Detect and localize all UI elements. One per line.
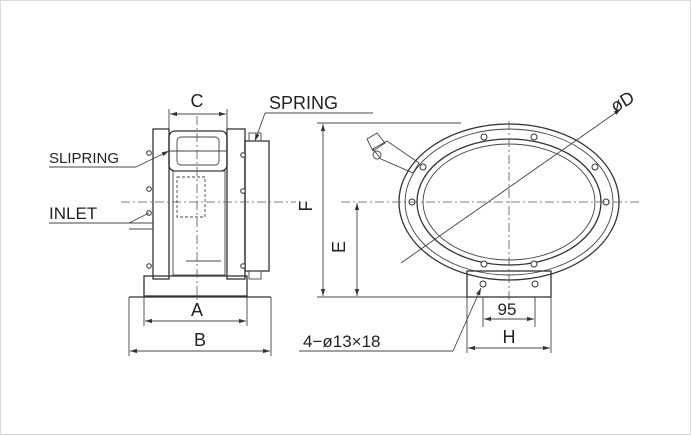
label-a: A <box>191 300 203 320</box>
front-view <box>341 108 641 306</box>
guide-arm <box>372 140 420 174</box>
dimension-c <box>168 109 228 129</box>
drum-body <box>172 170 226 276</box>
spring-housing <box>244 140 270 272</box>
dimension-f <box>317 122 467 298</box>
dimension-h <box>466 297 552 353</box>
label-c: C <box>191 91 204 111</box>
label-slipring: SLIPRING <box>49 150 119 167</box>
label-spring: SPRING <box>269 93 338 113</box>
dimension-a <box>143 297 248 326</box>
label-95: 95 <box>498 300 517 319</box>
label-e: E <box>329 241 349 253</box>
label-holes: 4−ø13×18 <box>303 332 381 351</box>
dimension-95 <box>482 297 536 327</box>
label-h: H <box>503 327 516 347</box>
label-f: F <box>296 201 316 212</box>
label-b: B <box>194 330 206 350</box>
side-base-plate <box>143 275 248 297</box>
dimension-b <box>128 297 272 356</box>
label-d: øD <box>607 87 638 116</box>
side-left-frame <box>152 128 170 280</box>
side-right-frame <box>226 128 246 280</box>
side-view <box>121 116 296 301</box>
label-inlet: INLET <box>49 204 97 223</box>
dimension-d-line <box>400 108 622 264</box>
